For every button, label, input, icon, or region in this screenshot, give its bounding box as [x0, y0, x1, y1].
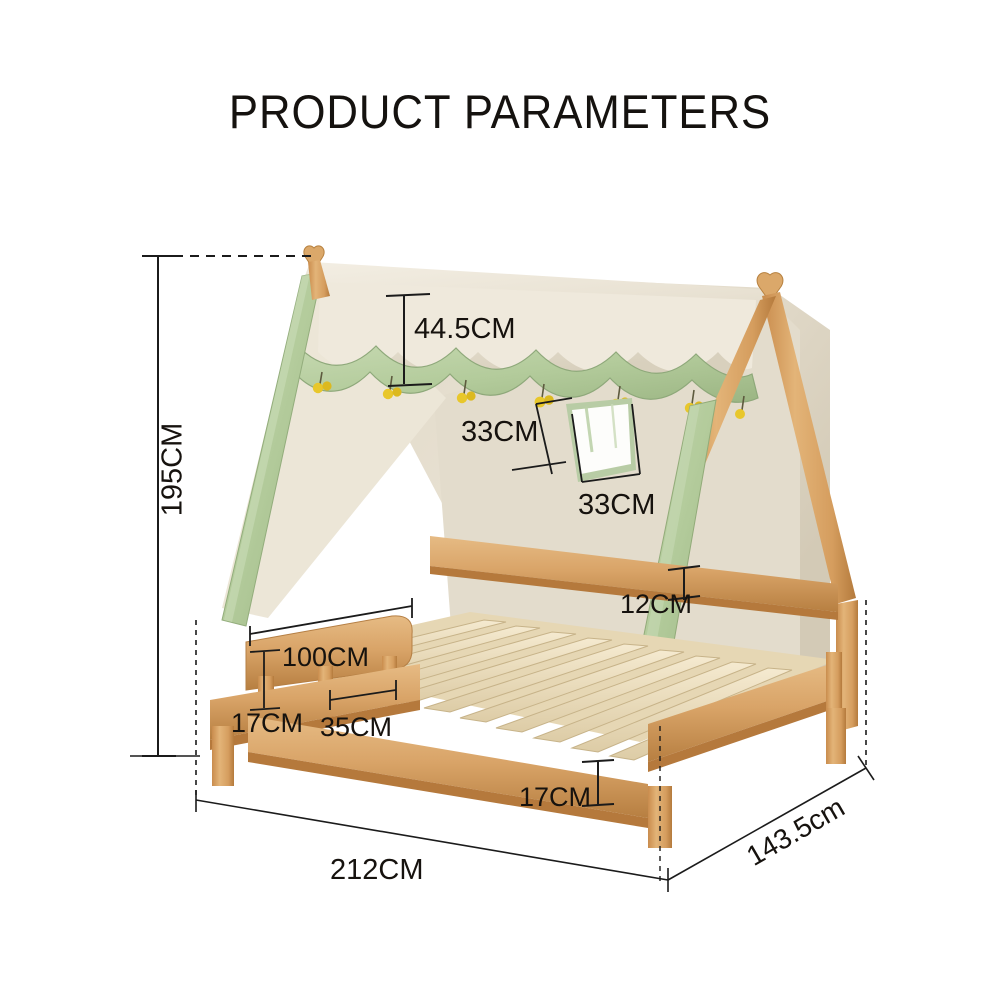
dimension-label-rail-gap-left: 17CM [231, 708, 304, 738]
tent-roof-panel [312, 262, 772, 378]
dimension-label-length-overall: 212CM [330, 854, 424, 886]
bed-side-rail-right [648, 662, 836, 772]
dimension-label-guardrail-length: 100CM [282, 642, 370, 672]
dimension-label-frame-height: 17CM [519, 782, 592, 812]
dimension-label-window-width: 33CM [461, 416, 539, 448]
dimension-label-roof-drop: 44.5CM [414, 313, 516, 345]
tent-window [566, 398, 636, 482]
dimension-label-window-height: 33CM [578, 489, 656, 521]
bed-back-rail [430, 536, 838, 620]
dimension-label-post-thickness: 12CM [620, 589, 693, 619]
dimension-lines [130, 255, 875, 892]
dimension-label-rail-gap-mid: 35CM [320, 712, 393, 742]
dimension-label-height-overall: 195CM [156, 422, 189, 517]
post-left-wood [308, 260, 330, 300]
bed-front-rail-right [248, 716, 648, 828]
page-title: PRODUCT PARAMETERS [228, 85, 772, 138]
frame-post-left [303, 245, 325, 271]
tent-valance-scallop [291, 342, 759, 403]
